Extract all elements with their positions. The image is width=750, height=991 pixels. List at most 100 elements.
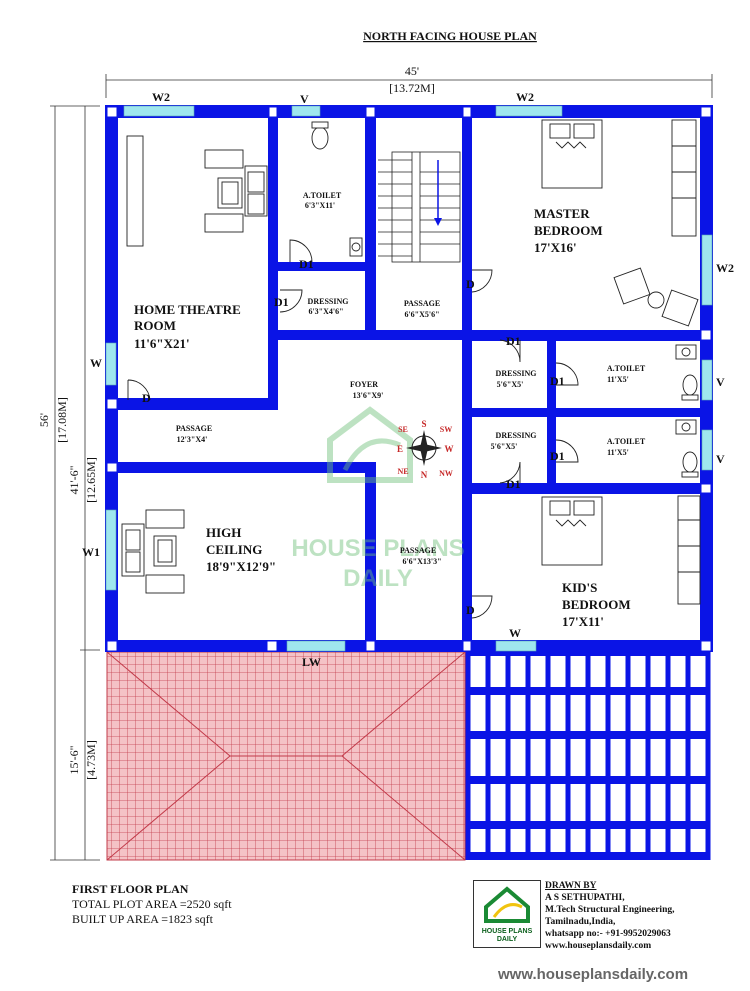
company-logo: HOUSE PLANS DAILY <box>473 880 541 948</box>
room-foyer-name: FOYER <box>350 380 378 389</box>
room-atoilet-r2-size: 11'X5' <box>607 448 629 457</box>
compass-w: W <box>445 444 454 454</box>
window-v-r1 <box>701 359 713 401</box>
room-dressing-top-size: 6'3"X4'6" <box>308 307 343 316</box>
theatre-sofa-set <box>204 149 268 233</box>
room-high-ceiling-size: 18'9"X12'9" <box>206 559 276 574</box>
label-d-theatre: D <box>142 391 151 405</box>
watermark-line2: DAILY <box>343 565 413 592</box>
left-dimension <box>50 105 100 861</box>
room-kids-size: 17'X11' <box>562 614 604 629</box>
top-dim-ft: 45' <box>405 64 419 78</box>
logo-line1: HOUSE PLANS <box>481 928 533 935</box>
drawn-by-qual: M.Tech Structural Engineering, <box>545 905 675 915</box>
left-upper-m: [12.65M] <box>84 457 98 503</box>
drawn-by-name: A S SETHUPATHI, <box>545 893 625 903</box>
left-lower-ft: 15'-6" <box>67 745 81 774</box>
room-passage-mid-name: PASSAGE <box>400 546 436 555</box>
label-w-west: W <box>90 356 102 370</box>
room-atoilet-r1-size: 11'X5' <box>607 375 629 384</box>
website-link[interactable]: www.houseplansdaily.com <box>498 966 689 983</box>
room-master-name2: BEDROOM <box>534 223 603 238</box>
room-master-size: 17'X16' <box>534 240 577 255</box>
window-v-r2 <box>701 429 713 471</box>
label-v-top: V <box>300 92 309 106</box>
room-passage-left-size: 12'3"X4' <box>177 435 208 444</box>
room-home-theatre-name1: HOME THEATRE <box>134 302 241 317</box>
living-sofa-set <box>121 509 185 594</box>
compass-s: S <box>421 419 426 429</box>
compass-e: E <box>397 444 403 454</box>
room-atoilet-r2-name: A.TOILET <box>607 437 646 446</box>
room-atoilet-top-name: A.TOILET <box>303 191 342 200</box>
label-d-kids: D <box>466 603 475 617</box>
house-logo-icon <box>484 886 530 923</box>
windows <box>105 105 713 652</box>
label-d1-r1b: D1 <box>550 374 565 388</box>
top-dimension <box>105 74 713 98</box>
label-d1-r2b: D1 <box>506 477 521 491</box>
plan-title: NORTH FACING HOUSE PLAN <box>363 29 537 43</box>
drawn-by-block: DRAWN BY A S SETHUPATHI, M.Tech Structur… <box>545 880 674 952</box>
drawn-by-heading: DRAWN BY <box>545 881 597 891</box>
compass-se: SE <box>398 425 408 434</box>
label-v-r1: V <box>716 375 725 389</box>
compass-sw: SW <box>440 425 452 434</box>
label-w-kids: W <box>509 626 521 640</box>
window-w2-right <box>495 105 563 117</box>
label-d-master: D <box>466 277 475 291</box>
room-high-ceiling-name1: HIGH <box>206 525 241 540</box>
room-atoilet-top-size: 6'3"X11' <box>305 201 335 210</box>
tv-unit <box>126 135 144 247</box>
label-lw: LW <box>302 655 321 669</box>
window-lw <box>286 640 346 652</box>
window-w-west <box>105 342 117 386</box>
sloped-roof <box>106 651 466 861</box>
compass-nw: NW <box>439 469 453 478</box>
compass <box>406 430 442 466</box>
drawn-by-web[interactable]: www.houseplansdaily.com <box>545 941 652 951</box>
room-atoilet-r1-name: A.TOILET <box>607 364 646 373</box>
window-w1-west <box>105 509 117 591</box>
label-v-r2: V <box>716 452 725 466</box>
pergola <box>465 648 711 860</box>
room-dressing-top-name: DRESSING <box>308 297 349 306</box>
footer-built-area: BUILT UP AREA =1823 sqft <box>72 912 214 926</box>
room-passage-mid-size: 6'6"X13'3" <box>402 557 441 566</box>
label-d1-toilet: D1 <box>299 257 314 271</box>
label-d1-dressing: D1 <box>274 295 289 309</box>
kids-bed <box>541 495 701 605</box>
room-master-name1: MASTER <box>534 206 590 221</box>
compass-ne: NE <box>397 467 408 476</box>
plan-summary: FIRST FLOOR PLAN TOTAL PLOT AREA =2520 s… <box>72 882 232 927</box>
room-dressing-r2-name: DRESSING <box>496 431 537 440</box>
room-foyer-size: 13'6"X9' <box>353 391 384 400</box>
watermark-line1: HOUSE PLANS <box>291 535 464 562</box>
label-w2-right: W2 <box>516 90 534 104</box>
window-v-top <box>291 105 321 117</box>
window-w2-left <box>123 105 195 117</box>
compass-n: N <box>421 470 428 480</box>
room-passage-top-name: PASSAGE <box>404 299 440 308</box>
left-total-ft: 56' <box>37 413 51 427</box>
room-passage-top-size: 6'6"X5'6" <box>404 310 439 319</box>
room-kids-name1: KID'S <box>562 580 597 595</box>
label-d1-r1: D1 <box>506 334 521 348</box>
room-passage-left-name: PASSAGE <box>176 424 212 433</box>
drawn-by-phone: whatsapp no:- +91-9952029063 <box>545 929 671 939</box>
columns <box>106 106 712 652</box>
drawn-by-place: Tamilnadu,India, <box>545 917 616 927</box>
label-w1-west: W1 <box>82 545 100 559</box>
left-total-m: [17.08M] <box>55 397 69 443</box>
room-home-theatre-name2: ROOM <box>134 318 176 333</box>
left-lower-m: [4.73M] <box>84 740 98 780</box>
window-w2-east <box>701 234 713 306</box>
master-bed <box>541 119 699 327</box>
logo-line2: DAILY <box>496 936 518 943</box>
label-w2-east: W2 <box>716 261 734 275</box>
room-dressing-r2-size: 5'6"X5' <box>491 442 518 451</box>
label-w2-left: W2 <box>152 90 170 104</box>
room-dressing-r1-name: DRESSING <box>496 369 537 378</box>
room-high-ceiling-name2: CEILING <box>206 542 262 557</box>
top-dim-m: [13.72M] <box>389 81 435 95</box>
